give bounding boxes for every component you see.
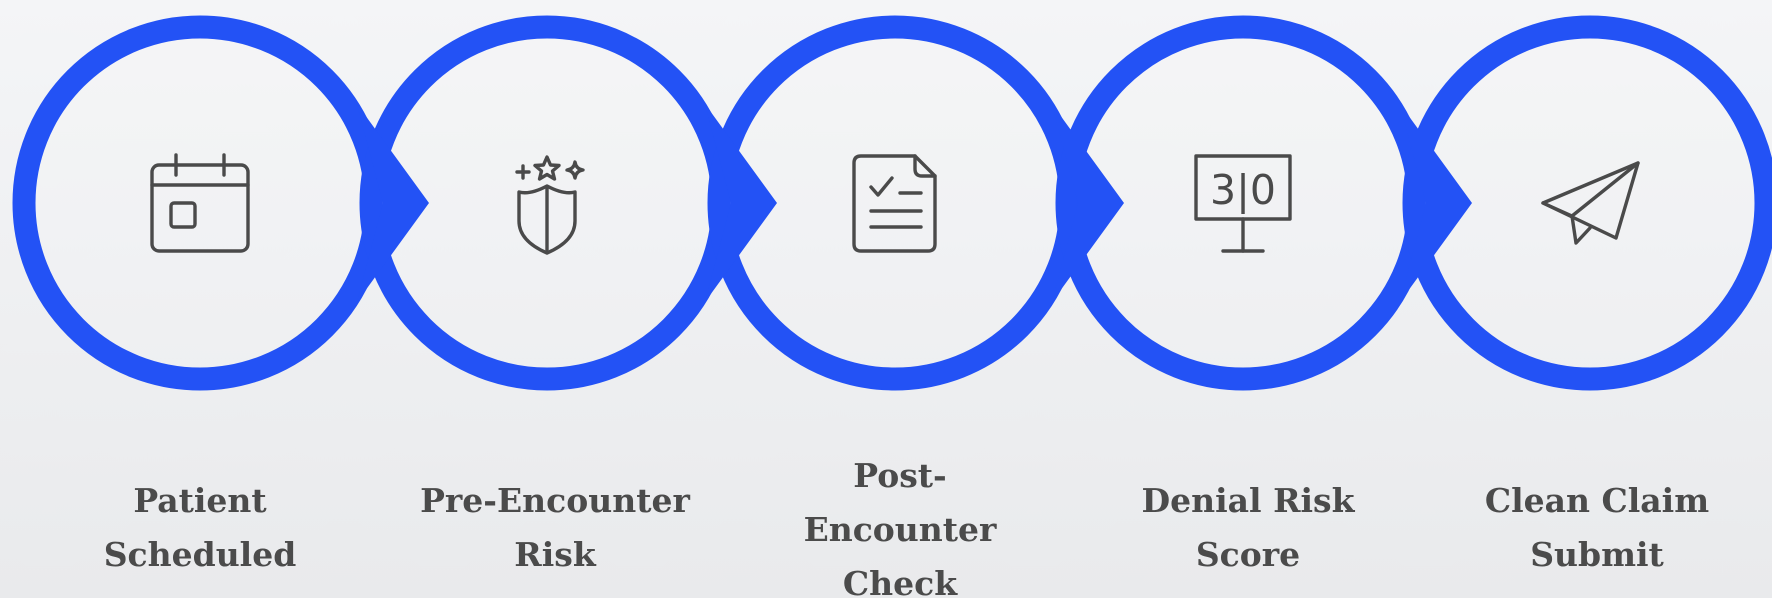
step-5-label-line2: Submit [1530, 535, 1664, 574]
step-4-label-line1: Denial Risk [1141, 481, 1355, 520]
paper-plane-icon [1541, 161, 1640, 245]
arrow-4-to-5 [1400, 104, 1472, 302]
step-2-label-line1: Pre-Encounter [420, 481, 690, 520]
step-4-label-line2: Score [1195, 535, 1301, 574]
step-3 [707, 15, 1083, 391]
arrow-1-to-2 [357, 104, 429, 302]
step-1-label-line1: Patient [133, 481, 267, 520]
step-3-label-line1: Post- [853, 456, 947, 495]
arrow-2-to-3 [705, 104, 777, 302]
step-2-label-line2: Risk [514, 535, 596, 574]
arrow-3-to-4 [1052, 104, 1124, 302]
checklist-document-icon [852, 154, 937, 253]
step-3-label: Post- Encounter Check [750, 449, 1050, 598]
calendar-icon [150, 153, 250, 253]
step-2-label: Pre-Encounter Risk [405, 474, 705, 582]
step-5-label-line1: Clean Claim [1484, 481, 1710, 520]
score-board-icon: 3|0 [1194, 154, 1292, 253]
step-3-label-line2: Encounter [803, 510, 997, 549]
step-1-label-line2: Scheduled [103, 535, 297, 574]
step-4-label: Denial Risk Score [1098, 474, 1398, 582]
score-board-text: 3|0 [1210, 166, 1276, 214]
step-5-label: Clean Claim Submit [1447, 474, 1747, 582]
step-3-label-line3: Check [842, 564, 958, 598]
step-1-label: Patient Scheduled [50, 474, 350, 582]
shield-stars-icon [515, 155, 585, 255]
step-1-ring [12, 15, 388, 391]
step-5 [1402, 15, 1772, 391]
step-1 [12, 15, 388, 391]
